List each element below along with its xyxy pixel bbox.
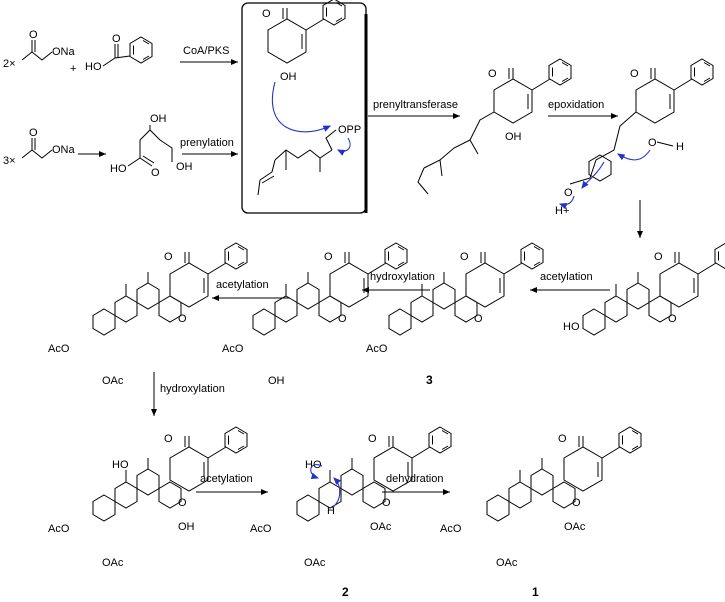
prenyl-oh: OH: [505, 131, 522, 143]
mevalonate-hooc: HO: [110, 163, 127, 175]
r3a-oh: OH: [178, 521, 195, 533]
step-epoxidation: epoxidation: [548, 99, 604, 111]
benzoic-o: O: [112, 33, 121, 45]
plus-sign: +: [70, 63, 76, 75]
l2-ring-o: O: [178, 313, 187, 325]
m2-pyrone-o: O: [324, 251, 333, 263]
box-opp: OPP: [338, 124, 361, 136]
c1-pyrone-o: O: [558, 433, 567, 445]
c1-oac: OAc: [564, 521, 586, 533]
acetate-skeleton-2: [21, 149, 53, 159]
epox-arrow-1: [617, 149, 651, 161]
acetate-ona-2: ONa: [52, 144, 76, 156]
box-oh: OH: [280, 71, 297, 83]
step-dehydration: dehydration: [386, 473, 444, 485]
r3a-ho: HO: [112, 459, 129, 471]
c1-oac-2: OAc: [496, 557, 518, 569]
step-acetylation-2: acetylation: [216, 279, 269, 291]
l2-oac: OAc: [102, 375, 124, 387]
c2-ring-o: O: [382, 497, 391, 509]
acetate-o-1: O: [29, 29, 38, 41]
r2-pyrone-o: O: [654, 251, 663, 263]
acetate-ona-1: ONa: [52, 46, 76, 58]
mevalonate-oh-end: OH: [176, 161, 193, 173]
c2-elim-arrow-1: [310, 464, 323, 480]
r3a-aco: AcO: [48, 523, 70, 535]
r3a-ring-o: O: [178, 497, 187, 509]
acetate-skeleton-1: [21, 51, 53, 61]
c1-ring-o: O: [572, 497, 581, 509]
c3-aco: AcO: [366, 343, 388, 355]
epox-oh: O: [648, 137, 657, 149]
box-pyrone-o: O: [262, 8, 271, 20]
compound-1-label: 1: [532, 585, 539, 599]
epox-o: O: [564, 187, 573, 199]
box-attack-arrow: [271, 81, 331, 133]
c2-oac: OAc: [370, 521, 392, 533]
m2-aco: AcO: [222, 343, 244, 355]
step-prenylation: prenylation: [180, 137, 234, 149]
multiplier-3: 3×: [3, 155, 16, 167]
step-hydroxylation-1: hydroxylation: [370, 271, 435, 283]
prenyl-pyrone-o: O: [488, 68, 497, 80]
l2-pyrone-o: O: [164, 251, 173, 263]
step-prenyltransferase: prenyltransferase: [373, 99, 458, 111]
m2-ring-o: O: [338, 313, 347, 325]
c3-pyrone-o: O: [460, 251, 469, 263]
c2-h: H: [327, 505, 335, 517]
r2-ring-o: O: [668, 313, 677, 325]
r2-ho: HO: [563, 321, 580, 333]
compound-2-label: 2: [342, 585, 349, 599]
c2-oac-2: OAc: [304, 557, 326, 569]
epox-arrow-3: [558, 195, 575, 210]
boxed-intermediate: [241, 2, 367, 214]
c2-aco: AcO: [250, 523, 272, 535]
epox-pyrone-o: O: [630, 68, 639, 80]
l2-aco: AcO: [48, 343, 70, 355]
c2-elim-arrow-2: [331, 477, 341, 509]
epox-arrow-2: [581, 161, 605, 189]
acetate-o-2: O: [29, 127, 38, 139]
mevalonate-oh-top: OH: [150, 113, 167, 125]
c1-aco: AcO: [440, 523, 462, 535]
epox-hplus: H+: [555, 205, 569, 217]
mevalonate-acid-o: O: [151, 167, 160, 179]
step-acetylation-1: acetylation: [540, 271, 593, 283]
m2-oh: OH: [268, 375, 285, 387]
r3a-oac: OAc: [102, 557, 124, 569]
r3a-pyrone-o: O: [164, 433, 173, 445]
c3-ring-o: O: [474, 313, 483, 325]
compound-3-label: 3: [426, 373, 433, 387]
step-acetylation-3: acetylation: [200, 473, 253, 485]
step-coa-pks: CoA/PKS: [183, 45, 229, 57]
c2-pyrone-o: O: [368, 433, 377, 445]
step-hydroxylation-2: hydroxylation: [160, 383, 225, 395]
benzoic-ho: HO: [85, 61, 102, 73]
multiplier-2: 2×: [3, 58, 16, 70]
epox-h: H: [676, 141, 684, 153]
